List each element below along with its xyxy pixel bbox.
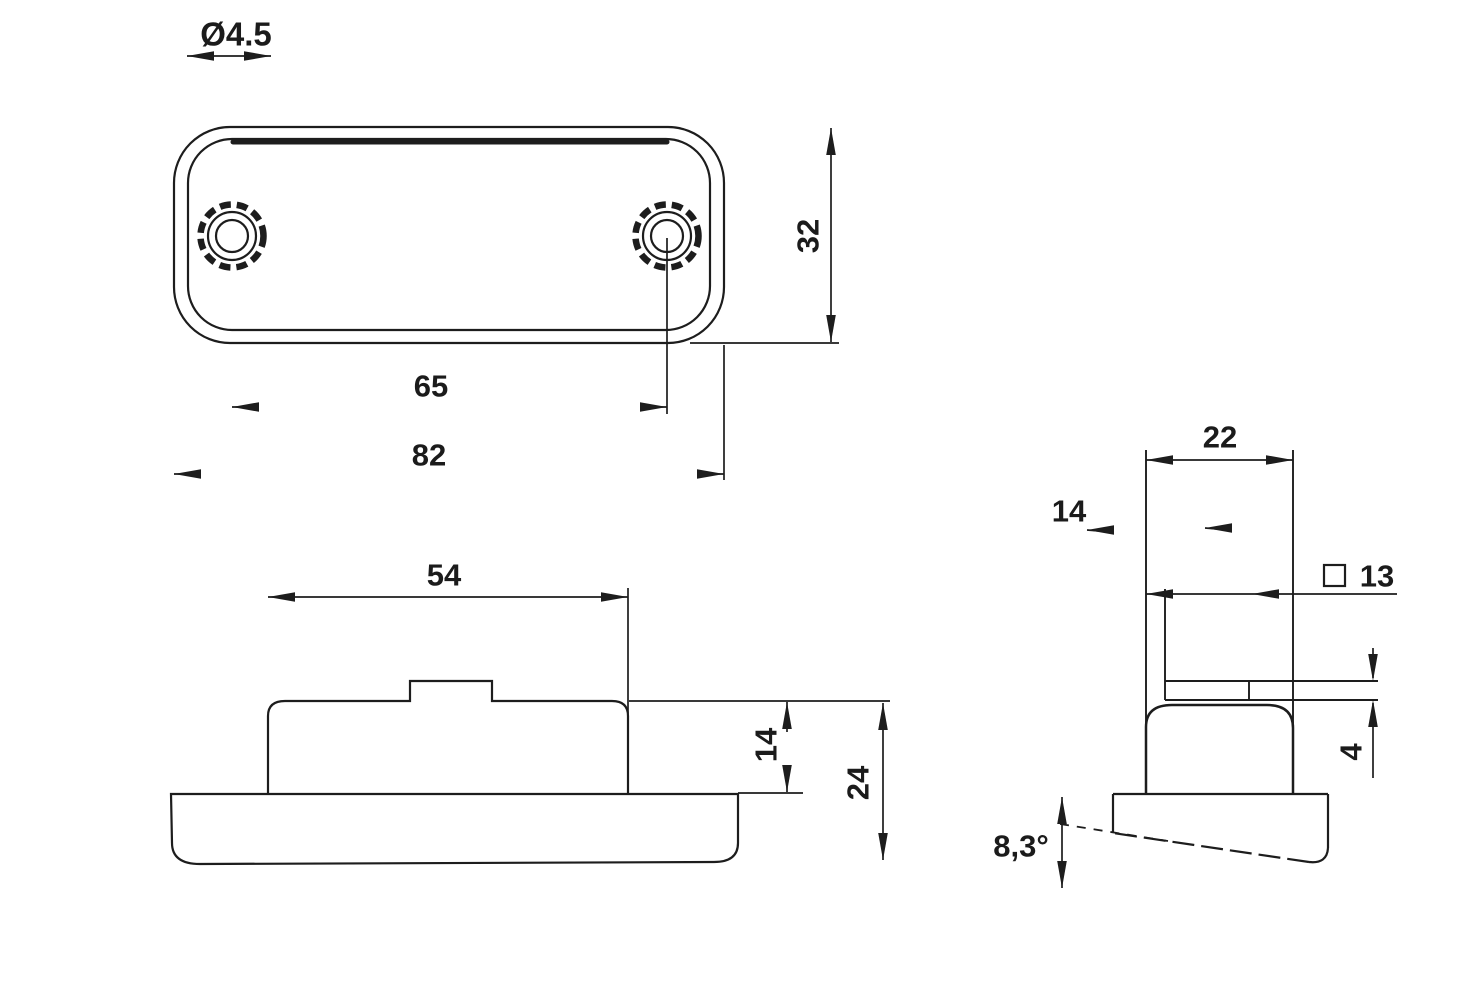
hole-serrated-ring: [632, 201, 702, 271]
dimension-plate-thickness: 4: [1334, 648, 1378, 778]
front-inner-outline: [186, 137, 712, 332]
arrow-left-icon: [187, 51, 214, 61]
arrow-down-icon: [782, 765, 792, 792]
dimension-overall-width: 82: [174, 438, 724, 479]
base-corner-curve: [1308, 847, 1330, 864]
dim-label-hole-spacing: 65: [414, 369, 448, 404]
dimension-body-height: 14: [749, 702, 792, 792]
hole-inner-circle: [214, 218, 250, 254]
dim-label-depth: 14: [1052, 494, 1087, 529]
arrow-right-icon: [601, 592, 628, 602]
arrow-up-icon: [782, 702, 792, 729]
dimension-hole-diameter: Ø4.5: [187, 16, 272, 61]
dim-label-plate-thickness: 4: [1334, 743, 1369, 761]
hole-serrated-ring: [197, 201, 267, 271]
dimension-overall-height: 32: [791, 128, 836, 342]
dimension-body-width: 54: [268, 558, 628, 602]
arrow-down-icon: [1057, 861, 1067, 888]
arrow-right-icon: [697, 469, 724, 479]
dim-label-body-width: 54: [427, 558, 462, 593]
arrow-down-icon: [1368, 654, 1378, 681]
dimension-base-angle: 8,3°: [993, 797, 1067, 888]
arrow-left-icon: [174, 469, 201, 479]
dim-label-square-size: 13: [1360, 559, 1394, 594]
square-symbol-icon: [1322, 563, 1347, 588]
side-view: 54 14 24: [169, 558, 890, 866]
dim-label-end-width: 22: [1203, 420, 1237, 455]
side-base-outline: [169, 792, 740, 866]
side-body-outline: [266, 679, 630, 794]
arrow-up-icon: [826, 128, 836, 155]
arrow-left-icon: [232, 402, 259, 412]
arrow-left-icon: [1146, 455, 1173, 465]
arrow-right-icon: [640, 402, 667, 412]
arrow-down-icon: [826, 315, 836, 342]
arrow-left-icon: [1146, 589, 1173, 599]
dimension-hole-spacing: 65: [232, 369, 667, 412]
dim-label-overall-height: 32: [791, 219, 826, 253]
dimension-depth: 14: [1052, 494, 1232, 535]
dim-label-overall-width: 82: [412, 438, 446, 473]
dimension-end-width: 22: [1146, 420, 1293, 465]
front-view: Ø4.5 32 65 82: [172, 16, 839, 480]
dim-label-total-height: 24: [841, 765, 876, 800]
arrow-left-icon: [268, 592, 295, 602]
hole-outer-circle: [206, 210, 258, 262]
arrow-left-icon: [1205, 523, 1232, 533]
dimension-total-height: 24: [841, 703, 888, 860]
end-base-outline: [1059, 792, 1330, 864]
base-bottom-slant: [1112, 831, 1310, 864]
mounting-hole-left: [197, 201, 267, 271]
end-view: 22 14 13: [993, 420, 1397, 888]
arrow-right-icon: [1266, 455, 1293, 465]
dimension-square-size: 13: [1146, 559, 1397, 599]
dim-label-hole-diameter: Ø4.5: [200, 16, 272, 53]
arrow-down-icon: [878, 833, 888, 860]
dim-label-body-height: 14: [749, 727, 784, 762]
arrow-right-icon: [244, 51, 271, 61]
arrow-up-icon: [1057, 797, 1067, 824]
arrow-left-icon: [1252, 589, 1279, 599]
end-body-outline: [1144, 703, 1295, 794]
slant-reference-dashed-line: [1059, 823, 1169, 842]
arrow-up-icon: [878, 703, 888, 730]
arrow-left-icon: [1087, 525, 1114, 535]
dim-label-base-angle: 8,3°: [993, 829, 1049, 864]
front-outer-outline: [172, 125, 726, 345]
